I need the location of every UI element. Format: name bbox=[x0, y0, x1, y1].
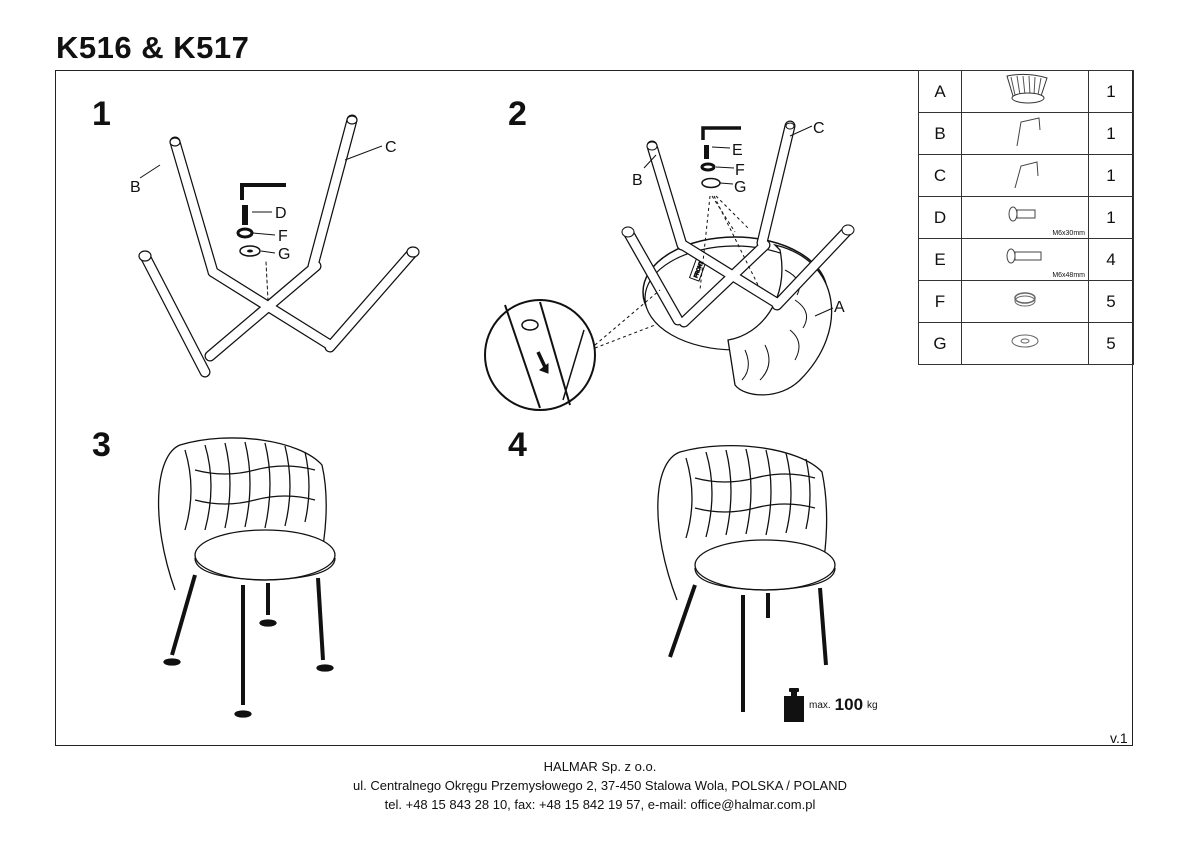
company-name: HALMAR Sp. z o.o. bbox=[543, 759, 657, 774]
step4-assembled-chair bbox=[657, 444, 836, 712]
step3-assembled-chair-with-feet bbox=[157, 437, 336, 718]
flat-washer-icon bbox=[961, 322, 1089, 365]
part-letter: E bbox=[918, 238, 962, 281]
chair-seat-icon bbox=[961, 70, 1089, 113]
table-row: C 1 bbox=[918, 154, 1134, 197]
callout-c2: C bbox=[813, 120, 825, 137]
step2-hardware: E F G B C A bbox=[632, 120, 845, 317]
table-row: A 1 bbox=[918, 70, 1134, 113]
leg-frame-icon bbox=[961, 154, 1089, 197]
spring-washer-icon bbox=[961, 280, 1089, 323]
bolt-icon: M6x30mm bbox=[961, 196, 1089, 239]
step-number-3: 3 bbox=[92, 426, 111, 464]
company-contact: tel. +48 15 843 28 10, fax: +48 15 842 1… bbox=[384, 797, 816, 812]
step-number-4: 4 bbox=[508, 426, 527, 464]
callout-g: G bbox=[278, 246, 290, 263]
callout-d: D bbox=[275, 205, 287, 222]
callout-g2: G bbox=[734, 179, 746, 196]
table-row: E M6x48mm 4 bbox=[918, 238, 1134, 281]
part-letter: B bbox=[918, 112, 962, 155]
instruction-frame bbox=[55, 70, 1133, 746]
part-letter: C bbox=[918, 154, 962, 197]
max-load-prefix: max. bbox=[809, 699, 831, 711]
max-load-unit: kg bbox=[867, 699, 878, 711]
callout-b: B bbox=[130, 179, 141, 196]
part-qty: 5 bbox=[1088, 280, 1134, 323]
table-row: B 1 bbox=[918, 112, 1134, 155]
callout-b2: B bbox=[632, 172, 643, 189]
part-qty: 1 bbox=[1088, 154, 1134, 197]
part-qty: 1 bbox=[1088, 112, 1134, 155]
table-row: F 5 bbox=[918, 280, 1134, 323]
max-load-value: 100 bbox=[834, 695, 864, 714]
callout-e: E bbox=[732, 142, 743, 159]
table-row: G 5 bbox=[918, 322, 1134, 365]
part-letter: A bbox=[918, 70, 962, 113]
part-letter: D bbox=[918, 196, 962, 239]
part-qty: 1 bbox=[1088, 70, 1134, 113]
max-load-indicator: max. 100 kg bbox=[783, 688, 878, 722]
callout-f2: F bbox=[735, 162, 745, 179]
part-spec: M6x30mm bbox=[1052, 230, 1085, 237]
part-letter: G bbox=[918, 322, 962, 365]
company-address: ul. Centralnego Okręgu Przemysłowego 2, … bbox=[352, 778, 847, 793]
part-qty: 5 bbox=[1088, 322, 1134, 365]
version-label: v.1 bbox=[1110, 730, 1128, 746]
step1-hardware: D F G B C bbox=[130, 139, 397, 263]
step-number-1: 1 bbox=[92, 95, 111, 133]
callout-c: C bbox=[385, 139, 397, 156]
parts-list-table: A 1 B 1 C 1 D M6x30mm 1 E M6x48mm 4 F 5 … bbox=[918, 70, 1134, 365]
weight-icon bbox=[784, 688, 804, 722]
step-number-2: 2 bbox=[508, 95, 527, 133]
leg-frame-icon bbox=[961, 112, 1089, 155]
part-letter: F bbox=[918, 280, 962, 323]
step1-leg-frames bbox=[138, 114, 420, 378]
footer: HALMAR Sp. z o.o. ul. Centralnego Okręgu… bbox=[0, 757, 1200, 814]
part-qty: 4 bbox=[1088, 238, 1134, 281]
document-title: K516 & K517 bbox=[56, 30, 250, 65]
step2-upside-down-chair: FRONT bbox=[484, 120, 855, 411]
callout-f: F bbox=[278, 228, 288, 245]
bolt-icon: M6x48mm bbox=[961, 238, 1089, 281]
table-row: D M6x30mm 1 bbox=[918, 196, 1134, 239]
callout-a: A bbox=[834, 299, 845, 316]
part-qty: 1 bbox=[1088, 196, 1134, 239]
part-spec: M6x48mm bbox=[1052, 272, 1085, 279]
